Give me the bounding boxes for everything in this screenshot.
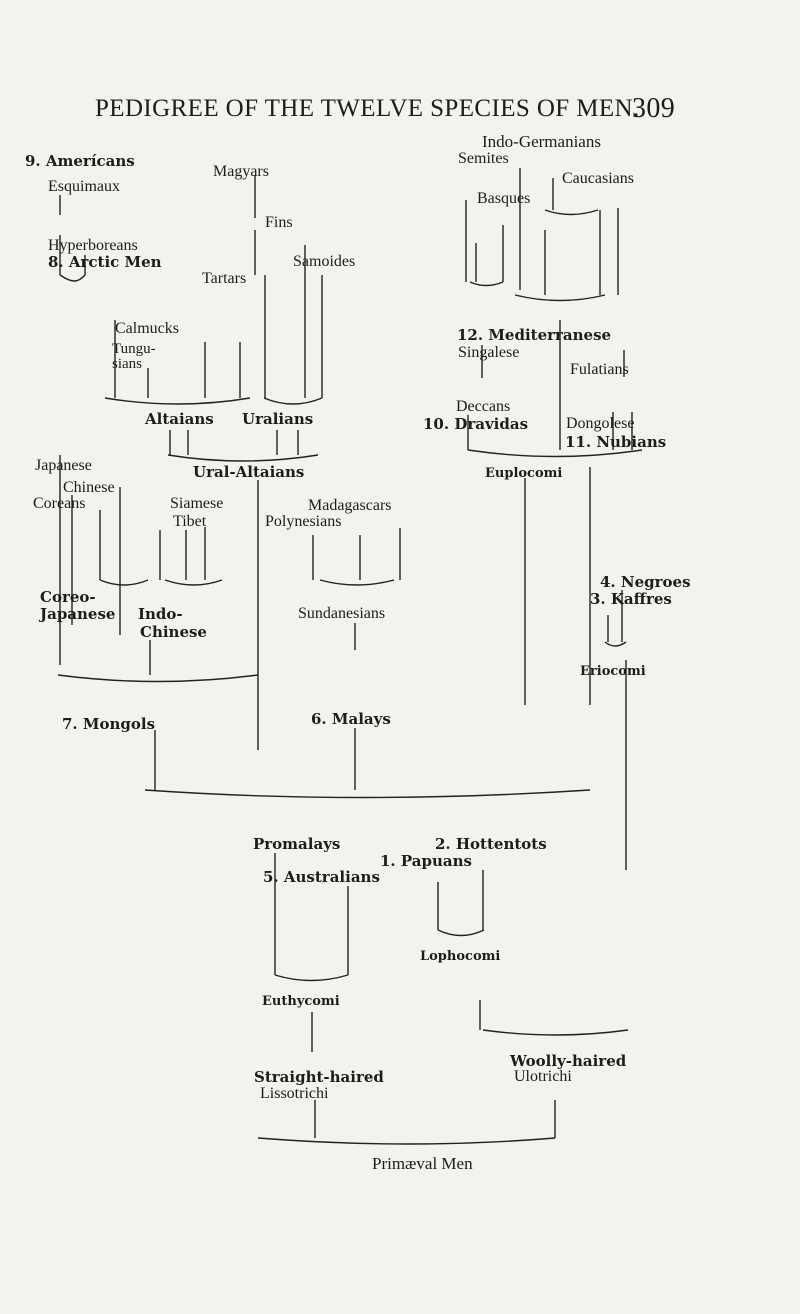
label-hyperboreans: Hyperboreans: [48, 237, 138, 254]
label-negroes: 4. Negroes: [600, 573, 691, 591]
label-fulatians: Fulatians: [570, 361, 629, 378]
page-number: 309: [632, 93, 676, 124]
brace: [59, 274, 86, 282]
brace: [167, 454, 319, 462]
label-japanese: Japanese: [35, 457, 92, 474]
brace: [263, 397, 323, 405]
brace: [99, 579, 149, 586]
label-hottentots: 2. Hottentots: [435, 835, 547, 853]
label-chinese: Chinese: [63, 479, 115, 496]
label-coreo: Coreo-: [40, 588, 96, 606]
label-mongols: 7. Mongols: [62, 715, 156, 733]
label-indo-germanians: Indo-Germanians: [482, 132, 601, 151]
label-nubians: 11. Nubians: [565, 433, 667, 451]
label-dongolese: Dongolese: [566, 415, 635, 432]
brace: [482, 1029, 629, 1036]
label-mediterranese: 12. Mediterranese: [457, 326, 612, 344]
label-samoides: Samoides: [293, 253, 356, 270]
label-uralians: Uralians: [242, 410, 314, 428]
brace: [467, 449, 643, 458]
label-basques: Basques: [477, 190, 531, 207]
label-kaffres: 3. Kaffres: [590, 590, 672, 608]
brace: [164, 579, 223, 586]
label-euplocomi: Euplocomi: [485, 466, 563, 481]
brace: [469, 281, 504, 287]
label-fins: Fins: [265, 214, 293, 231]
brace: [144, 789, 591, 799]
label-deccans: Deccans: [456, 398, 511, 415]
label-woolly-haired: Woolly-haired: [510, 1052, 627, 1070]
brace: [274, 974, 349, 982]
label-altaians: Altaians: [145, 410, 214, 428]
label-madagascars: Madagascars: [308, 497, 392, 514]
label-tartars: Tartars: [202, 270, 247, 287]
label-caucasians: Caucasians: [562, 170, 634, 187]
brace: [604, 641, 627, 647]
running-title: PEDIGREE OF THE TWELVE SPECIES OF MEN.: [95, 95, 640, 122]
label-euthycomi: Euthycomi: [262, 994, 340, 1009]
label-primaeval-men: Primæval Men: [372, 1154, 473, 1173]
brace: [319, 579, 395, 586]
label-straight-haired: Straight-haired: [254, 1068, 384, 1086]
label-dravidas: 10. Dravidas: [423, 415, 529, 433]
label-eriocomi: Eriocomi: [580, 664, 646, 679]
label-promalays: Promalays: [253, 835, 341, 853]
brace: [57, 674, 259, 683]
label-lissotrichi: Lissotrichi: [260, 1085, 329, 1102]
label-coreans: Coreans: [33, 495, 86, 512]
label-arctic-men: 8. Arctic Men: [48, 253, 162, 271]
label-papuans: 1. Papuans: [380, 852, 472, 870]
label-singalese: Singalese: [458, 344, 520, 361]
label-polynesians: Polynesians: [265, 513, 342, 530]
label-tibet: Tibet: [173, 513, 207, 530]
label-indo: Indo-: [138, 605, 183, 623]
label-australians: 5. Australians: [263, 868, 380, 886]
label-sians: sians: [112, 356, 142, 372]
label-ulotrichi: Ulotrichi: [514, 1068, 572, 1085]
brace: [257, 1137, 556, 1145]
label-lophocomi: Lophocomi: [420, 949, 501, 964]
label-esquimaux: Esquimaux: [48, 178, 120, 195]
brace: [544, 209, 599, 216]
label-semites: Semites: [458, 150, 509, 167]
brace: [514, 294, 606, 302]
label-siamese: Siamese: [170, 495, 224, 512]
label-coreo-japanese: Japanese: [40, 605, 116, 623]
label-americans: 9. Amerícans: [25, 152, 135, 170]
brace: [437, 929, 485, 937]
label-sundanesians: Sundanesians: [298, 605, 386, 622]
label-malays: 6. Malays: [311, 710, 391, 728]
label-indo-chinese: Chinese: [140, 623, 207, 641]
label-ural-altaians: Ural-Altaians: [193, 463, 305, 481]
label-magyars: Magyars: [213, 163, 269, 180]
label-calmucks: Calmucks: [115, 320, 179, 337]
label-tungu: Tungu-: [112, 341, 156, 357]
brace: [104, 397, 251, 405]
